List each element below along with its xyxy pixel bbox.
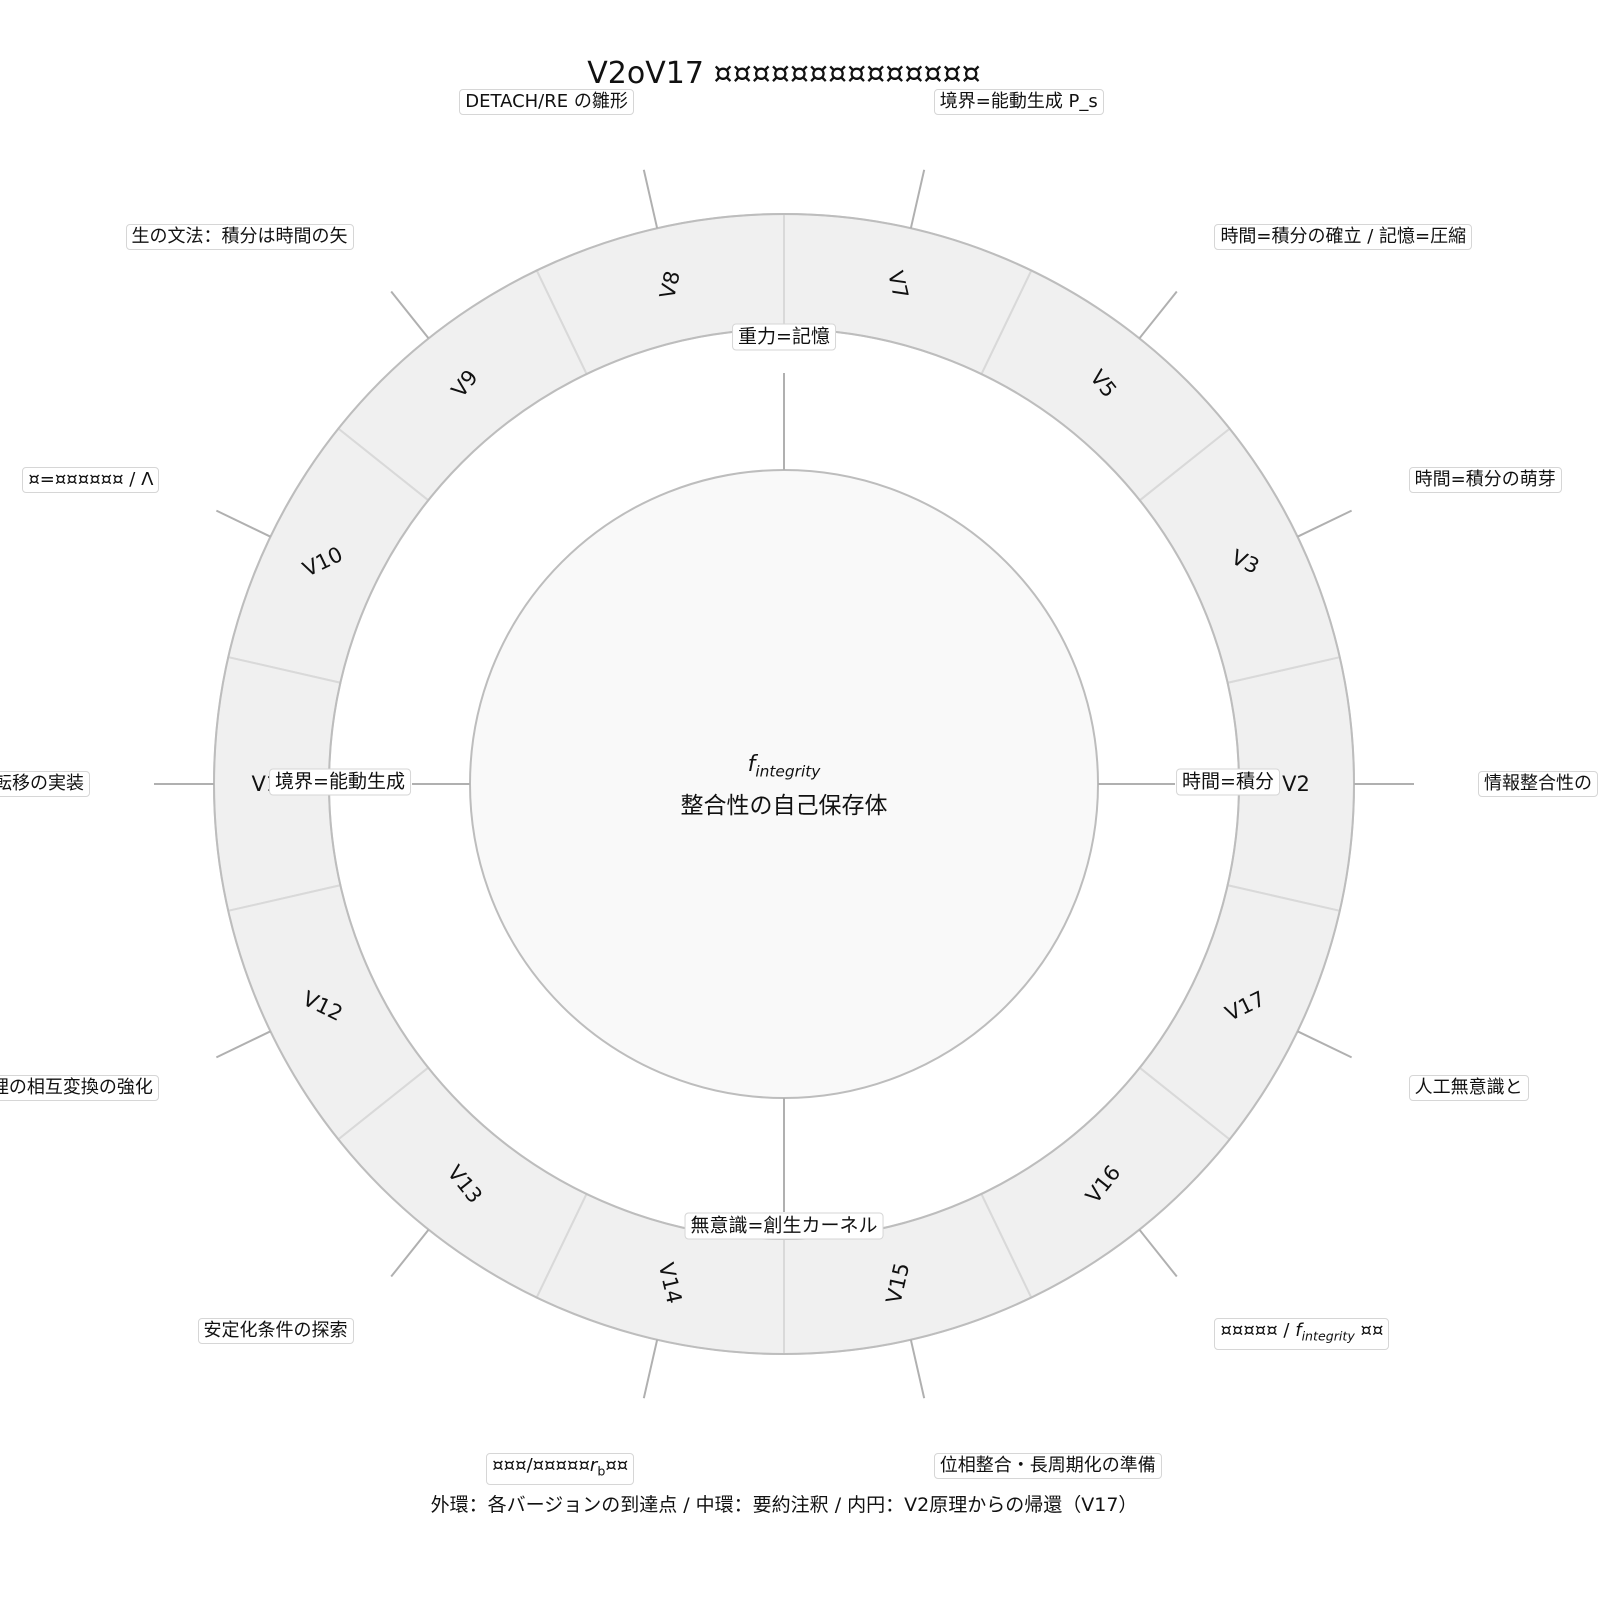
leader-line-v13 bbox=[390, 1229, 430, 1278]
callout-text: ¤¤¤¤¤ / bbox=[1220, 1320, 1296, 1342]
callout-v7: 境界=能動生成 P_s bbox=[933, 88, 1104, 115]
callout-text: 人工無意識と bbox=[1414, 1076, 1523, 1098]
callout-v15: 位相整合・長周期化の準備 bbox=[933, 1453, 1162, 1480]
leader-line-v8 bbox=[642, 169, 659, 229]
callout-v12: 情報-物理の相互変換の強化 bbox=[0, 1074, 159, 1101]
leader-line-v7 bbox=[909, 169, 926, 229]
callout-v9: 生の文法：積分は時間の矢 bbox=[125, 223, 354, 250]
core-symbol-sub: integrity bbox=[755, 762, 821, 781]
callout-text: f bbox=[1295, 1320, 1302, 1342]
leader-line-v12 bbox=[215, 1030, 271, 1059]
core-symbol: fintegrity bbox=[584, 752, 984, 780]
inner-label-left: 境界=能動生成 bbox=[269, 768, 411, 796]
core-circle bbox=[469, 469, 1099, 1099]
callout-v3: 時間=積分の萌芽 bbox=[1408, 467, 1562, 494]
callout-v17: 人工無意識と bbox=[1408, 1074, 1529, 1101]
callout-text: 安定化条件の探索 bbox=[203, 1320, 348, 1342]
callout-v14: ¤¤¤/¤¤¤¤¤rb¤¤ bbox=[486, 1453, 635, 1486]
leader-line-v17 bbox=[1297, 1030, 1353, 1059]
inner-label-bottom: 無意識=創生カーネル bbox=[684, 1212, 884, 1240]
callout-text: ¤¤¤/¤¤¤¤¤ bbox=[492, 1455, 590, 1477]
callout-text: DETACH/RE の雛形 bbox=[465, 90, 628, 112]
callout-text: 時間=積分の確立 / 記憶=圧縮 bbox=[1220, 225, 1467, 247]
inner-label-top: 重力=記憶 bbox=[732, 323, 836, 351]
callout-v10: ¤=¤¤¤¤¤¤ / Λ bbox=[22, 467, 160, 494]
version-label-v2: V2 bbox=[1282, 772, 1310, 796]
callout-v8: DETACH/RE の雛形 bbox=[459, 88, 634, 115]
callout-text: integrity bbox=[1301, 1328, 1355, 1344]
callout-text: 相転移の実装 bbox=[0, 773, 84, 794]
leader-line-v3 bbox=[1297, 509, 1353, 538]
callout-v2: 情報整合性の bbox=[1478, 771, 1598, 797]
callout-text: 位相整合・長周期化の準備 bbox=[939, 1455, 1156, 1477]
callout-text: 情報-物理の相互変換の強化 bbox=[0, 1076, 153, 1098]
leader-line-v15 bbox=[909, 1339, 926, 1399]
callout-text: 時間=積分の萌芽 bbox=[1414, 469, 1556, 491]
callout-text: b bbox=[597, 1464, 606, 1480]
leader-line-v5 bbox=[1138, 290, 1178, 339]
callout-v13: 安定化条件の探索 bbox=[197, 1318, 354, 1345]
core-name: 整合性の自己保存体 bbox=[680, 793, 888, 819]
callout-v16: ¤¤¤¤¤ / fintegrity ¤¤ bbox=[1214, 1318, 1390, 1350]
core-symbol-f: f bbox=[747, 752, 756, 777]
callout-text: 生の文法：積分は時間の矢 bbox=[131, 225, 348, 247]
callout-v11: 相転移の実装 bbox=[0, 771, 90, 797]
callout-text: ¤¤ bbox=[605, 1455, 629, 1477]
callout-text: r bbox=[589, 1455, 598, 1477]
leader-line-v9 bbox=[390, 290, 430, 339]
callout-text: 情報整合性の bbox=[1484, 773, 1592, 794]
diagram-caption: 外環：各バージョンの到達点 / 中環：要約注釈 / 内円：V2原理からの帰還（V… bbox=[430, 1494, 1138, 1516]
diagram-title: V2οV17 ¤¤¤¤¤¤¤¤¤¤¤¤¤¤ bbox=[587, 56, 981, 91]
leader-line-v10 bbox=[215, 509, 271, 538]
callout-text: ¤¤ bbox=[1354, 1320, 1384, 1342]
callout-text: ¤=¤¤¤¤¤¤ / Λ bbox=[28, 469, 154, 491]
inner-label-right: 時間=積分 bbox=[1176, 768, 1280, 796]
callout-text: 境界=能動生成 P_s bbox=[939, 90, 1098, 112]
callout-v5: 時間=積分の確立 / 記憶=圧縮 bbox=[1214, 223, 1473, 250]
leader-line-v14 bbox=[642, 1339, 659, 1399]
leader-line-v16 bbox=[1138, 1229, 1178, 1278]
